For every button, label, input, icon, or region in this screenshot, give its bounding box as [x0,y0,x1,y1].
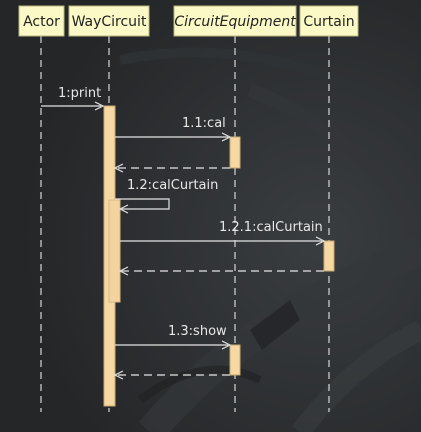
arrowhead-icon [118,266,129,276]
arrowhead-icon [315,236,326,246]
message-calcurtain-self [115,198,170,210]
participant-label: Curtain [303,14,354,30]
participant-waycircuit: WayCircuit [68,5,150,37]
activation-circuitequipment-show [229,344,241,376]
message-print-label: 1:print [58,86,101,101]
arrowhead-icon [118,204,129,214]
activation-circuitequipment-cal [229,136,241,169]
message-show-label: 1.3:show [168,324,227,339]
activation-curtain [323,240,335,272]
arrowhead-icon [221,340,232,350]
arrowhead-icon [113,163,124,173]
activation-waycircuit-nested [108,199,121,303]
message-calcurtain-label: 1.2:calCurtain [127,178,218,193]
participant-actor: Actor [18,5,65,37]
arrowhead-icon [94,101,105,111]
participant-circuitequipment: CircuitEquipment [173,5,297,37]
message-curtain-calcurtain-label: 1.2.1:calCurtain [219,220,323,235]
arrowhead-icon [221,132,232,142]
participant-label: WayCircuit [72,14,147,30]
arrowhead-icon [113,370,124,380]
participant-label: CircuitEquipment [174,14,296,30]
message-cal-label: 1.1:cal [182,116,226,131]
participant-curtain: Curtain [299,5,359,37]
participant-label: Actor [23,14,60,30]
